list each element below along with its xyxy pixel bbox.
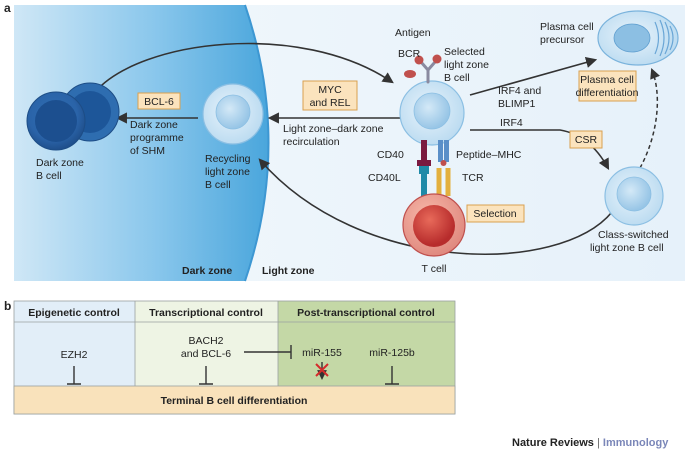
bcl6-label: BCL-6 [144, 96, 174, 108]
irf4-blimp1-label-1: IRF4 and [498, 85, 541, 97]
irf4-label: IRF4 [500, 117, 523, 129]
csr-label: CSR [575, 134, 598, 146]
recycling-b-cell [202, 83, 264, 145]
plasma-cell-precursor [597, 10, 679, 66]
ezh2-label: EZH2 [61, 349, 88, 361]
bach2-label-2: and BCL-6 [181, 348, 231, 360]
csr-box [569, 130, 603, 149]
dark-zone-background [14, 5, 269, 281]
dark-zone-b-cell-label-2: B cell [36, 170, 62, 182]
class-switched-b-cell [604, 166, 664, 226]
mir125b-inhibition-icon [385, 366, 399, 385]
plasma-precursor-label-2: precursor [540, 34, 585, 46]
t-cell-label: T cell [422, 263, 447, 275]
cd40-receptor-icon [417, 140, 431, 166]
recycling-label-3: B cell [205, 179, 231, 191]
tcr-icon [436, 168, 451, 196]
journal-credit: Nature Reviews | Immunology [512, 437, 668, 449]
arrow-switch-to-plasma [639, 68, 660, 169]
dark-zone-b-cell-label-1: Dark zone [36, 157, 84, 169]
myc-rel-box [302, 80, 358, 111]
recycling-label-1: Recycling [205, 153, 251, 165]
dark-zone-b-cell [26, 82, 120, 151]
panel-a-letter: a [4, 1, 11, 15]
journal-name: Immunology [602, 437, 669, 449]
panel-b-letter: b [4, 299, 11, 313]
arrow-dark-to-light [94, 42, 394, 93]
bcr-label: BCR [398, 48, 421, 60]
selected-b-cell [399, 80, 465, 146]
plasma-diff-box [578, 70, 637, 102]
post-transcriptional-header: Post-transcriptional control [297, 307, 435, 319]
bach2-inhibits-mir155-icon [244, 345, 292, 359]
post-transcriptional-column [278, 301, 455, 386]
irf4-blimp1-label-2: BLIMP1 [498, 98, 536, 110]
t-cell [402, 193, 466, 257]
mir155-label: miR-155 [302, 347, 342, 359]
selection-box [466, 204, 525, 223]
credit-separator: | [597, 437, 600, 449]
selected-label-1: Selected [444, 46, 485, 58]
transcriptional-header: Transcriptional control [149, 307, 263, 319]
terminal-diff-label: Terminal B cell differentiation [161, 395, 308, 407]
light-zone-label: Light zone [262, 265, 315, 277]
antigen-label: Antigen [395, 27, 431, 39]
arrow-class-switch-recirculation [258, 158, 613, 255]
bcr-antigen-icon [404, 54, 442, 84]
blocked-cross-icon [315, 363, 329, 377]
plasma-diff-label-1: Plasma cell [580, 74, 634, 86]
myc-rel-label-2: and REL [310, 97, 351, 109]
recycling-label-2: light zone [205, 166, 250, 178]
plasma-diff-label-2: differentiation [576, 87, 639, 99]
cd40l-ligand-icon [419, 166, 429, 196]
publisher-name: Nature Reviews [512, 437, 594, 449]
zone-boundary [244, 4, 270, 282]
selection-label: Selection [473, 208, 516, 220]
recirculation-label-2: recirculation [283, 136, 340, 148]
myc-rel-label-1: MYC [318, 84, 342, 96]
epigenetic-header: Epigenetic control [28, 307, 120, 319]
cd40l-label: CD40L [368, 172, 401, 184]
arrow-to-plasma [469, 57, 598, 96]
plasma-precursor-label-1: Plasma cell [540, 21, 594, 33]
ezh2-inhibition-icon [67, 366, 81, 385]
shm-label-3: of SHM [130, 145, 165, 157]
class-switched-label-1: Class-switched [598, 229, 669, 241]
bach2-label-1: BACH2 [188, 335, 223, 347]
peptide-mhc-icon [438, 140, 449, 166]
bach2-inhibition-icon [199, 366, 213, 385]
mir125b-label: miR-125b [369, 347, 415, 359]
terminal-diff-bar [13, 385, 456, 415]
cd40-label: CD40 [377, 149, 404, 161]
bcl6-box [137, 92, 181, 110]
tcr-label: TCR [462, 172, 484, 184]
selected-label-3: B cell [444, 72, 470, 84]
shm-label-1: Dark zone [130, 119, 178, 131]
recirculation-label-1: Light zone–dark zone [283, 123, 384, 135]
dark-zone-label: Dark zone [182, 265, 232, 277]
peptide-mhc-label: Peptide–MHC [456, 149, 522, 161]
selected-label-2: light zone [444, 59, 489, 71]
class-switched-label-2: light zone B cell [590, 242, 664, 254]
shm-label-2: programme [130, 132, 184, 144]
